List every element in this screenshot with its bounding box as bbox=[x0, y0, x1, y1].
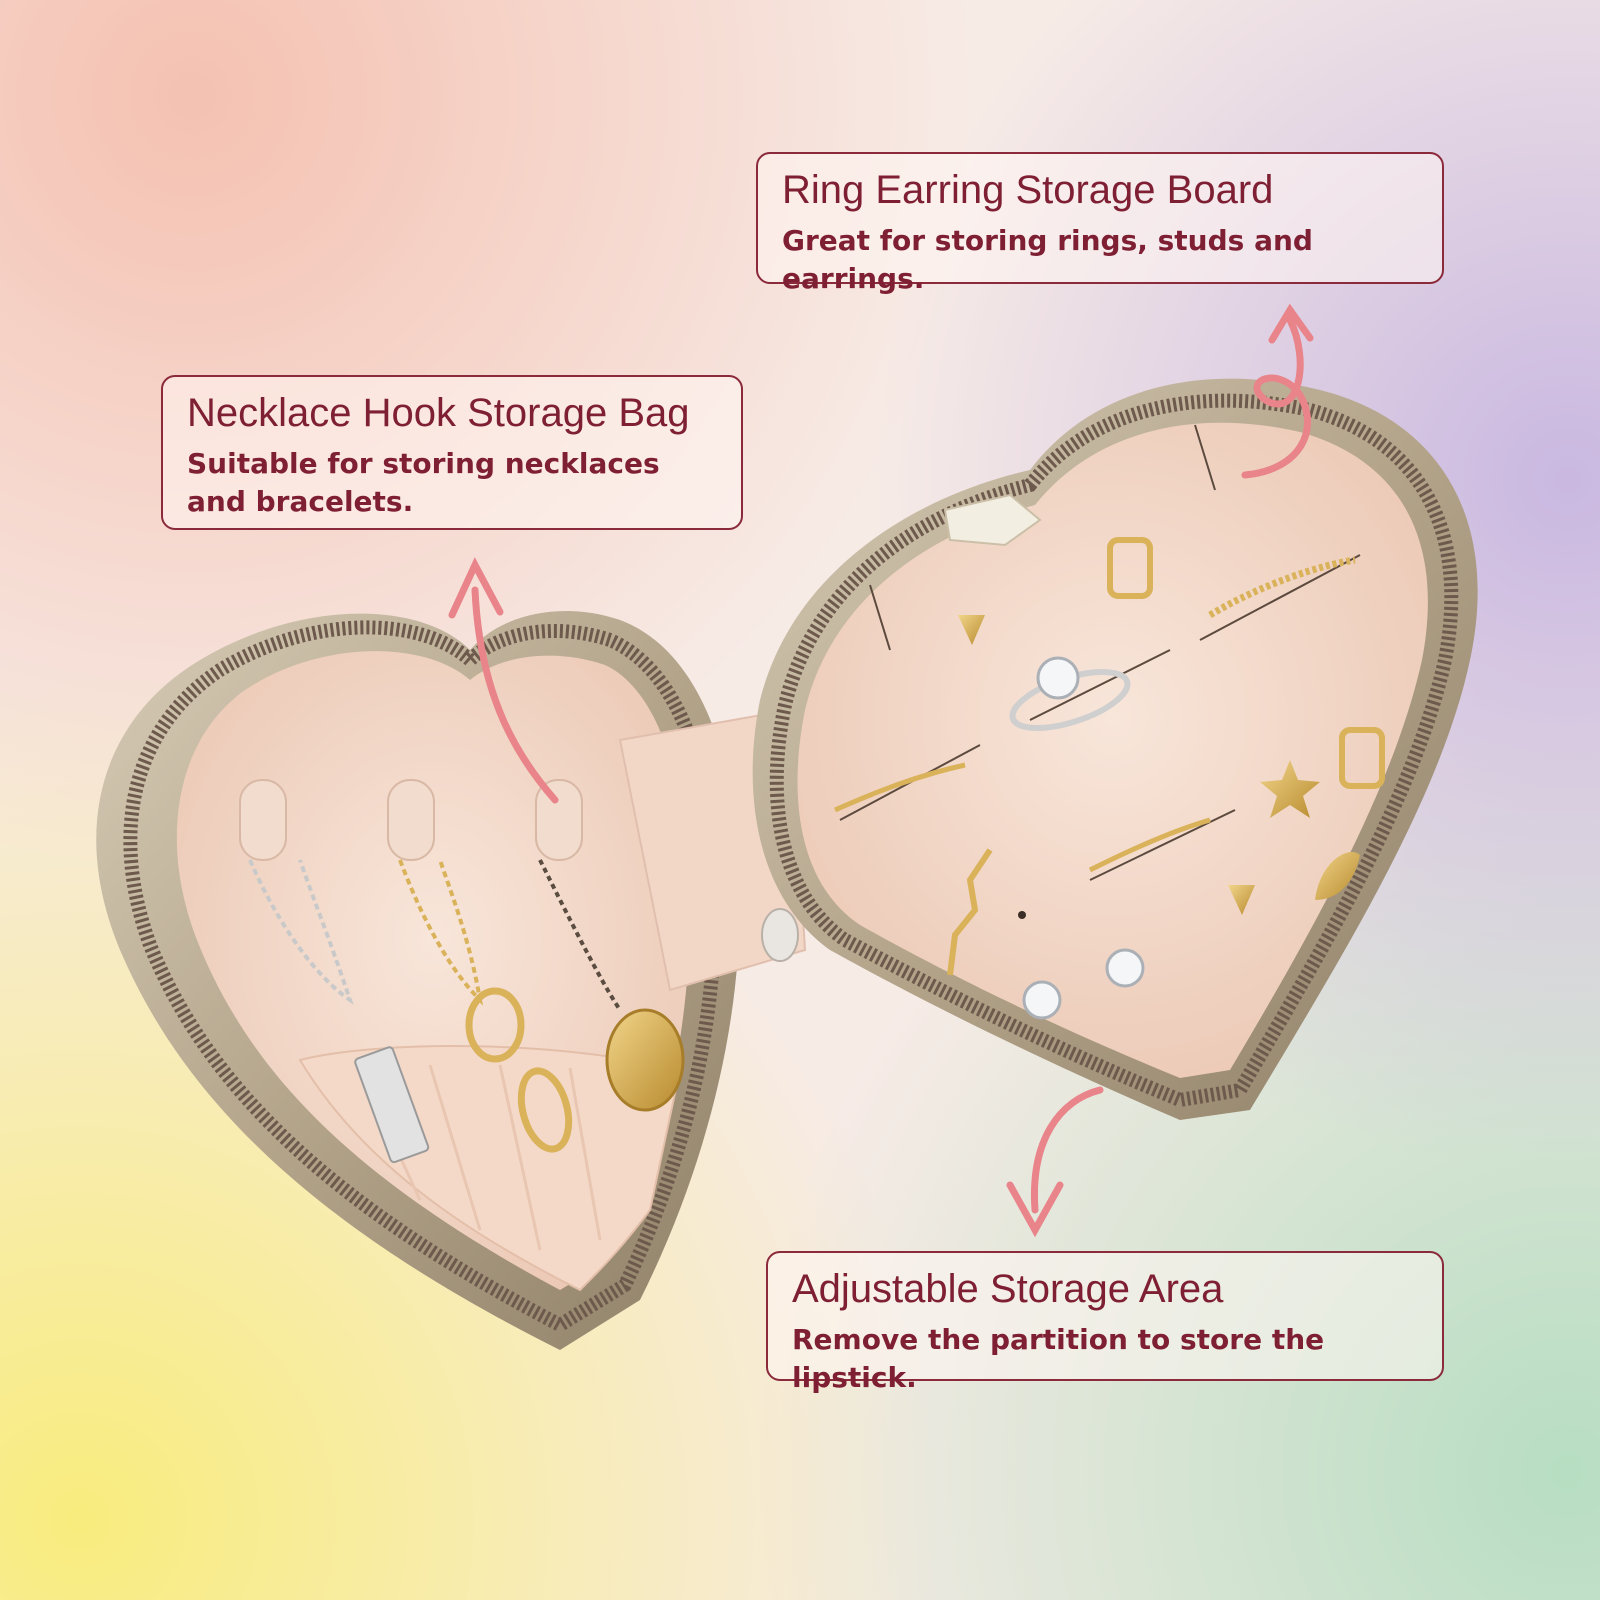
left-zipper bbox=[123, 620, 723, 1334]
curved-loop-arrow-icon bbox=[1241, 303, 1314, 479]
dark-necklace bbox=[538, 859, 622, 1012]
ring-diamond bbox=[1036, 656, 1080, 700]
gold-link bbox=[517, 1067, 573, 1153]
lock-pendant bbox=[354, 1046, 430, 1164]
callout-title: Adjustable Storage Area bbox=[792, 1267, 1224, 1311]
necklace-hook bbox=[239, 779, 287, 861]
gold-chain-ring bbox=[1208, 556, 1356, 619]
ring-earring-callout: Ring Earring Storage Board Great for sto… bbox=[756, 152, 1444, 295]
hinge-clip bbox=[761, 908, 799, 962]
climber-earring bbox=[947, 848, 993, 976]
callout-title: Necklace Hook Storage Bag bbox=[187, 391, 690, 435]
padlock-earring bbox=[1339, 727, 1385, 789]
necklace-hook-callout: Necklace Hook Storage Bag Suitable for s… bbox=[161, 375, 743, 530]
star-stud bbox=[1260, 760, 1320, 818]
callout-title: Ring Earring Storage Board bbox=[782, 168, 1274, 212]
silver-necklace bbox=[248, 859, 354, 1005]
padlock-earring bbox=[1107, 537, 1153, 599]
triangle-stud bbox=[1228, 885, 1255, 915]
gold-link bbox=[465, 987, 525, 1063]
ring-slits bbox=[839, 424, 1361, 881]
callout-description: Remove the partition to store the lipsti… bbox=[792, 1323, 1325, 1394]
necklace-hook bbox=[387, 779, 435, 861]
left-case-half bbox=[96, 611, 740, 1350]
round-stud bbox=[1022, 980, 1062, 1020]
curved-arrow-up-icon bbox=[448, 557, 559, 804]
shell-stud bbox=[1315, 852, 1360, 900]
triangle-stud bbox=[958, 615, 985, 645]
gold-band-ring bbox=[1088, 817, 1211, 873]
callout-description: Suitable for storing necklaces and brace… bbox=[187, 447, 660, 518]
callout-description: Great for storing rings, studs and earri… bbox=[782, 224, 1313, 295]
adjustable-area-callout: Adjustable Storage Area Remove the parti… bbox=[766, 1251, 1444, 1394]
curved-arrow-down-icon bbox=[1006, 1086, 1104, 1238]
right-case-half bbox=[752, 378, 1478, 1121]
right-zipper bbox=[769, 393, 1459, 1108]
necklace-hook bbox=[535, 779, 583, 861]
round-stud bbox=[1105, 948, 1145, 988]
gold-pendant bbox=[605, 1008, 685, 1112]
zipper-pull bbox=[943, 493, 1042, 547]
gold-band-ring bbox=[833, 762, 966, 813]
